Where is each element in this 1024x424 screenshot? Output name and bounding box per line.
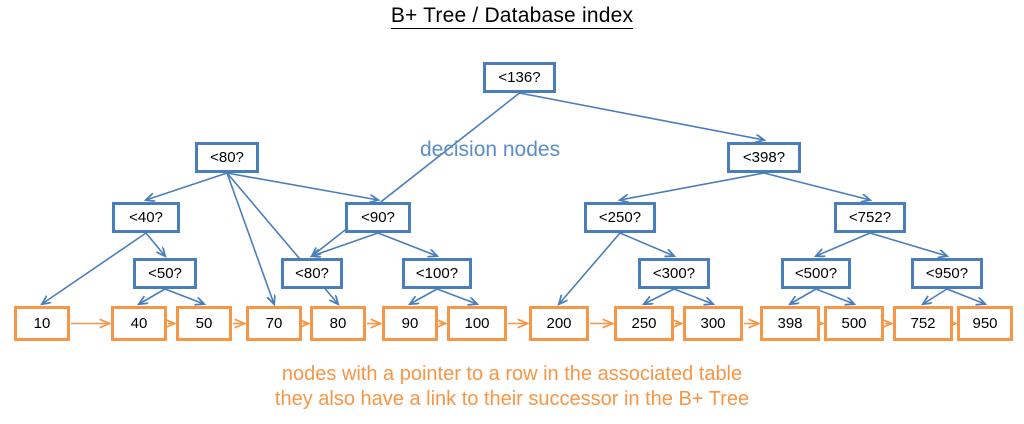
- leaf-node-10[interactable]: 10: [14, 306, 70, 341]
- leaf-node-50[interactable]: 50: [176, 306, 232, 341]
- decision-node-250[interactable]: <250?: [584, 202, 656, 233]
- leaf-node-80[interactable]: 80: [310, 306, 366, 341]
- page-title-text: B+ Tree / Database index: [390, 4, 634, 29]
- decision-edge: [559, 232, 621, 304]
- leaf-node-950[interactable]: 950: [957, 306, 1013, 341]
- decision-edge: [673, 288, 713, 304]
- decision-edge: [139, 288, 166, 304]
- decision-node-80[interactable]: <80?: [195, 142, 259, 173]
- decision-node-950[interactable]: <950?: [911, 258, 983, 289]
- decision-edge: [226, 172, 378, 200]
- leaf-node-200[interactable]: 200: [529, 306, 589, 341]
- leaf-node-90[interactable]: 90: [382, 306, 438, 341]
- decision-edge: [436, 288, 477, 304]
- decision-node-752[interactable]: <752?: [834, 202, 906, 233]
- decision-edge: [312, 92, 520, 256]
- decision-nodes-label: decision nodes: [420, 138, 561, 161]
- decision-edge: [923, 288, 948, 304]
- decision-node-100[interactable]: <100?: [402, 258, 472, 289]
- leaf-node-40[interactable]: 40: [111, 306, 167, 341]
- decision-node-300[interactable]: <300?: [638, 258, 710, 289]
- caption-line-2: they also have a link to their successor…: [274, 388, 750, 410]
- leaf-node-250[interactable]: 250: [614, 306, 674, 341]
- decision-edge: [619, 232, 674, 256]
- caption-line-1: nodes with a pointer to a row in the ass…: [281, 363, 743, 385]
- decision-edge: [644, 288, 675, 304]
- leaf-node-752[interactable]: 752: [893, 306, 953, 341]
- decision-node-50[interactable]: <50?: [133, 258, 197, 289]
- decision-edge: [226, 172, 274, 304]
- leaf-node-398[interactable]: 398: [760, 306, 820, 341]
- leaf-node-300[interactable]: 300: [683, 306, 743, 341]
- decision-node-136[interactable]: <136?: [483, 62, 556, 93]
- decision-node-398[interactable]: <398?: [727, 142, 801, 173]
- decision-edge: [410, 288, 438, 304]
- decision-edge: [790, 288, 817, 304]
- decision-edge: [620, 172, 765, 200]
- decision-edge: [815, 288, 854, 304]
- decision-edge: [42, 232, 147, 304]
- decision-edge: [869, 232, 947, 256]
- decision-edge: [145, 232, 165, 256]
- decision-edge: [312, 232, 379, 256]
- decision-node-500[interactable]: <500?: [781, 258, 851, 289]
- decision-edge: [763, 172, 870, 200]
- leaf-node-70[interactable]: 70: [246, 306, 302, 341]
- decision-edge: [164, 288, 204, 304]
- leaf-node-500[interactable]: 500: [824, 306, 884, 341]
- decision-edge: [377, 232, 437, 256]
- decision-edge: [146, 172, 228, 200]
- decision-node-40[interactable]: <40?: [112, 202, 180, 233]
- decision-node-80[interactable]: <80?: [281, 258, 343, 289]
- decision-edge: [816, 232, 871, 256]
- decision-edge: [519, 92, 765, 140]
- page-title: B+ Tree / Database index: [0, 4, 1024, 29]
- leaf-node-100[interactable]: 100: [447, 306, 507, 341]
- decision-edge: [946, 288, 985, 304]
- decision-node-90[interactable]: <90?: [345, 202, 411, 233]
